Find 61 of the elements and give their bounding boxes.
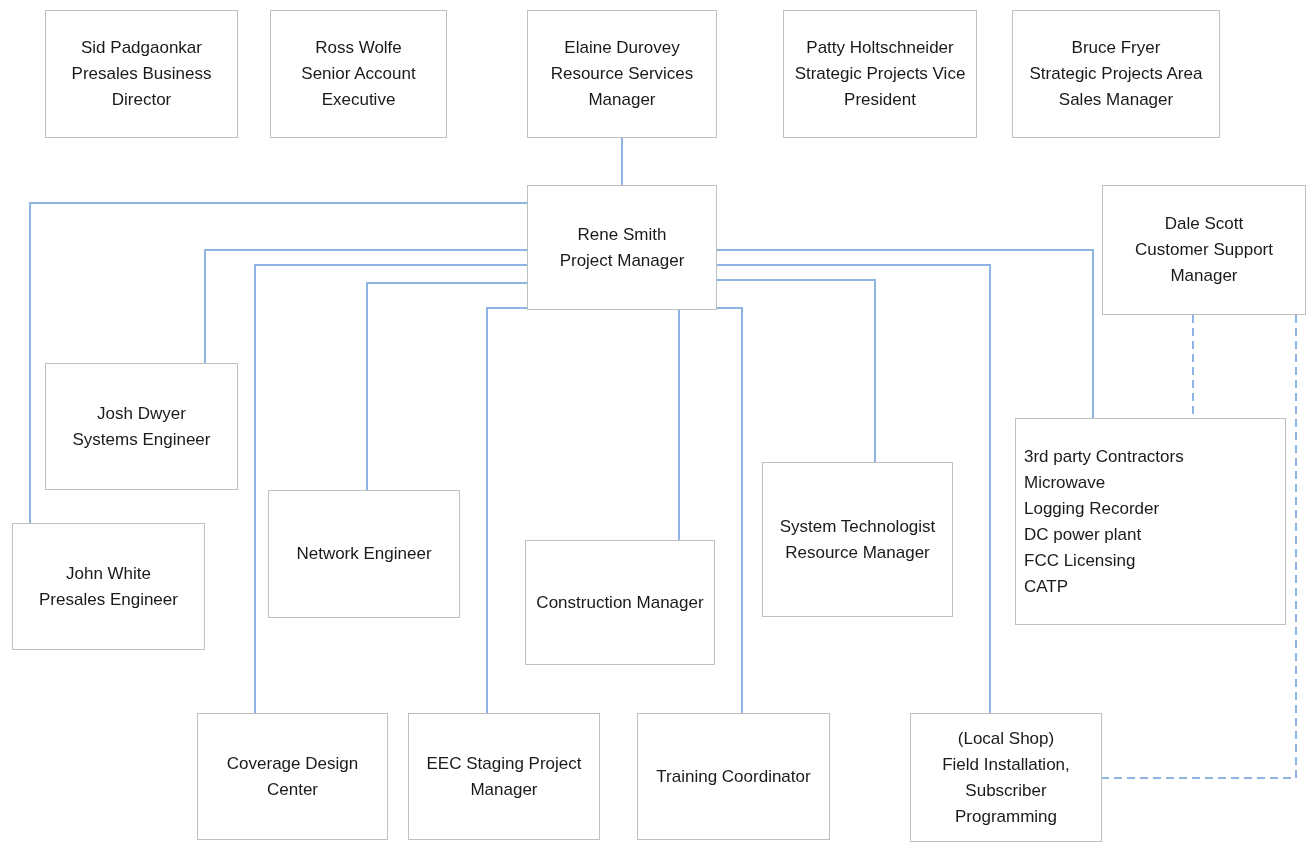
box-text: Training Coordinator: [656, 765, 811, 788]
box-text: Patty Holtschneider: [806, 37, 954, 59]
role-box: [1015, 418, 1286, 625]
box-text: FCC Licensing: [1024, 549, 1136, 572]
box-text: EEC Staging Project Manager: [425, 752, 583, 801]
connector-line: [29, 202, 528, 524]
box-text: Customer Support Manager: [1134, 239, 1274, 287]
connector-line: [621, 137, 623, 186]
dashed-connector: [1101, 314, 1297, 779]
box-text: Field Installation, Subscriber Programming: [941, 753, 1071, 828]
box-text: Presales Engineer: [39, 588, 178, 611]
person-box: [527, 10, 717, 138]
connector-line: [486, 307, 528, 714]
box-text: Construction Manager: [536, 591, 704, 614]
connector-line: [716, 249, 1094, 419]
box-text: Strategic Projects Area Sales Manager: [1028, 63, 1204, 111]
box-text: Dale Scott: [1164, 213, 1244, 235]
role-box: [268, 490, 460, 618]
role-box: [637, 713, 830, 840]
connector-line: [204, 249, 528, 364]
box-text: Coverage Design Center: [225, 752, 360, 801]
box-text: Ross Wolfe: [315, 37, 402, 59]
connector-line: [716, 279, 876, 463]
connector-line: [716, 307, 743, 714]
box-text: Bruce Fryer: [1071, 37, 1161, 59]
box-text: Presales Business Director: [70, 63, 213, 111]
box-text: Logging Recorder: [1024, 497, 1160, 520]
connector-line: [366, 282, 528, 491]
person-box: [527, 185, 717, 310]
box-text: Senior Account Executive: [300, 63, 417, 111]
box-text: Sid Padgaonkar: [81, 37, 202, 59]
person-box: [45, 363, 238, 490]
connector-line: [716, 264, 991, 714]
person-box: [1102, 185, 1306, 315]
box-text: Project Manager: [559, 249, 685, 272]
role-box: [197, 713, 388, 840]
person-box: [45, 10, 238, 138]
person-box: [12, 523, 205, 650]
box-text: (Local Shop): [957, 727, 1055, 750]
box-text: Josh Dwyer: [97, 402, 186, 425]
box-text: Elaine Durovey: [564, 37, 680, 59]
box-text: Microwave: [1024, 471, 1106, 494]
box-text: System Technologist Resource Manager: [778, 515, 937, 564]
role-box: [525, 540, 715, 665]
box-text: Rene Smith: [577, 223, 667, 246]
role-box: [910, 713, 1102, 842]
box-text: Network Engineer: [296, 543, 432, 565]
person-box: [783, 10, 977, 138]
person-box: [270, 10, 447, 138]
box-text: John White: [65, 562, 151, 585]
box-text: Strategic Projects Vice President: [793, 63, 967, 111]
connector-line: [254, 264, 528, 714]
box-text: CATP: [1024, 575, 1069, 598]
role-box: [408, 713, 600, 840]
box-text: Systems Engineer: [72, 428, 211, 451]
box-text: Resource Services Manager: [549, 63, 695, 111]
connector-line: [678, 309, 680, 541]
person-box: [1012, 10, 1220, 138]
box-text: DC power plant: [1024, 523, 1142, 546]
box-text: 3rd party Contractors: [1024, 445, 1184, 468]
role-box: [762, 462, 953, 617]
